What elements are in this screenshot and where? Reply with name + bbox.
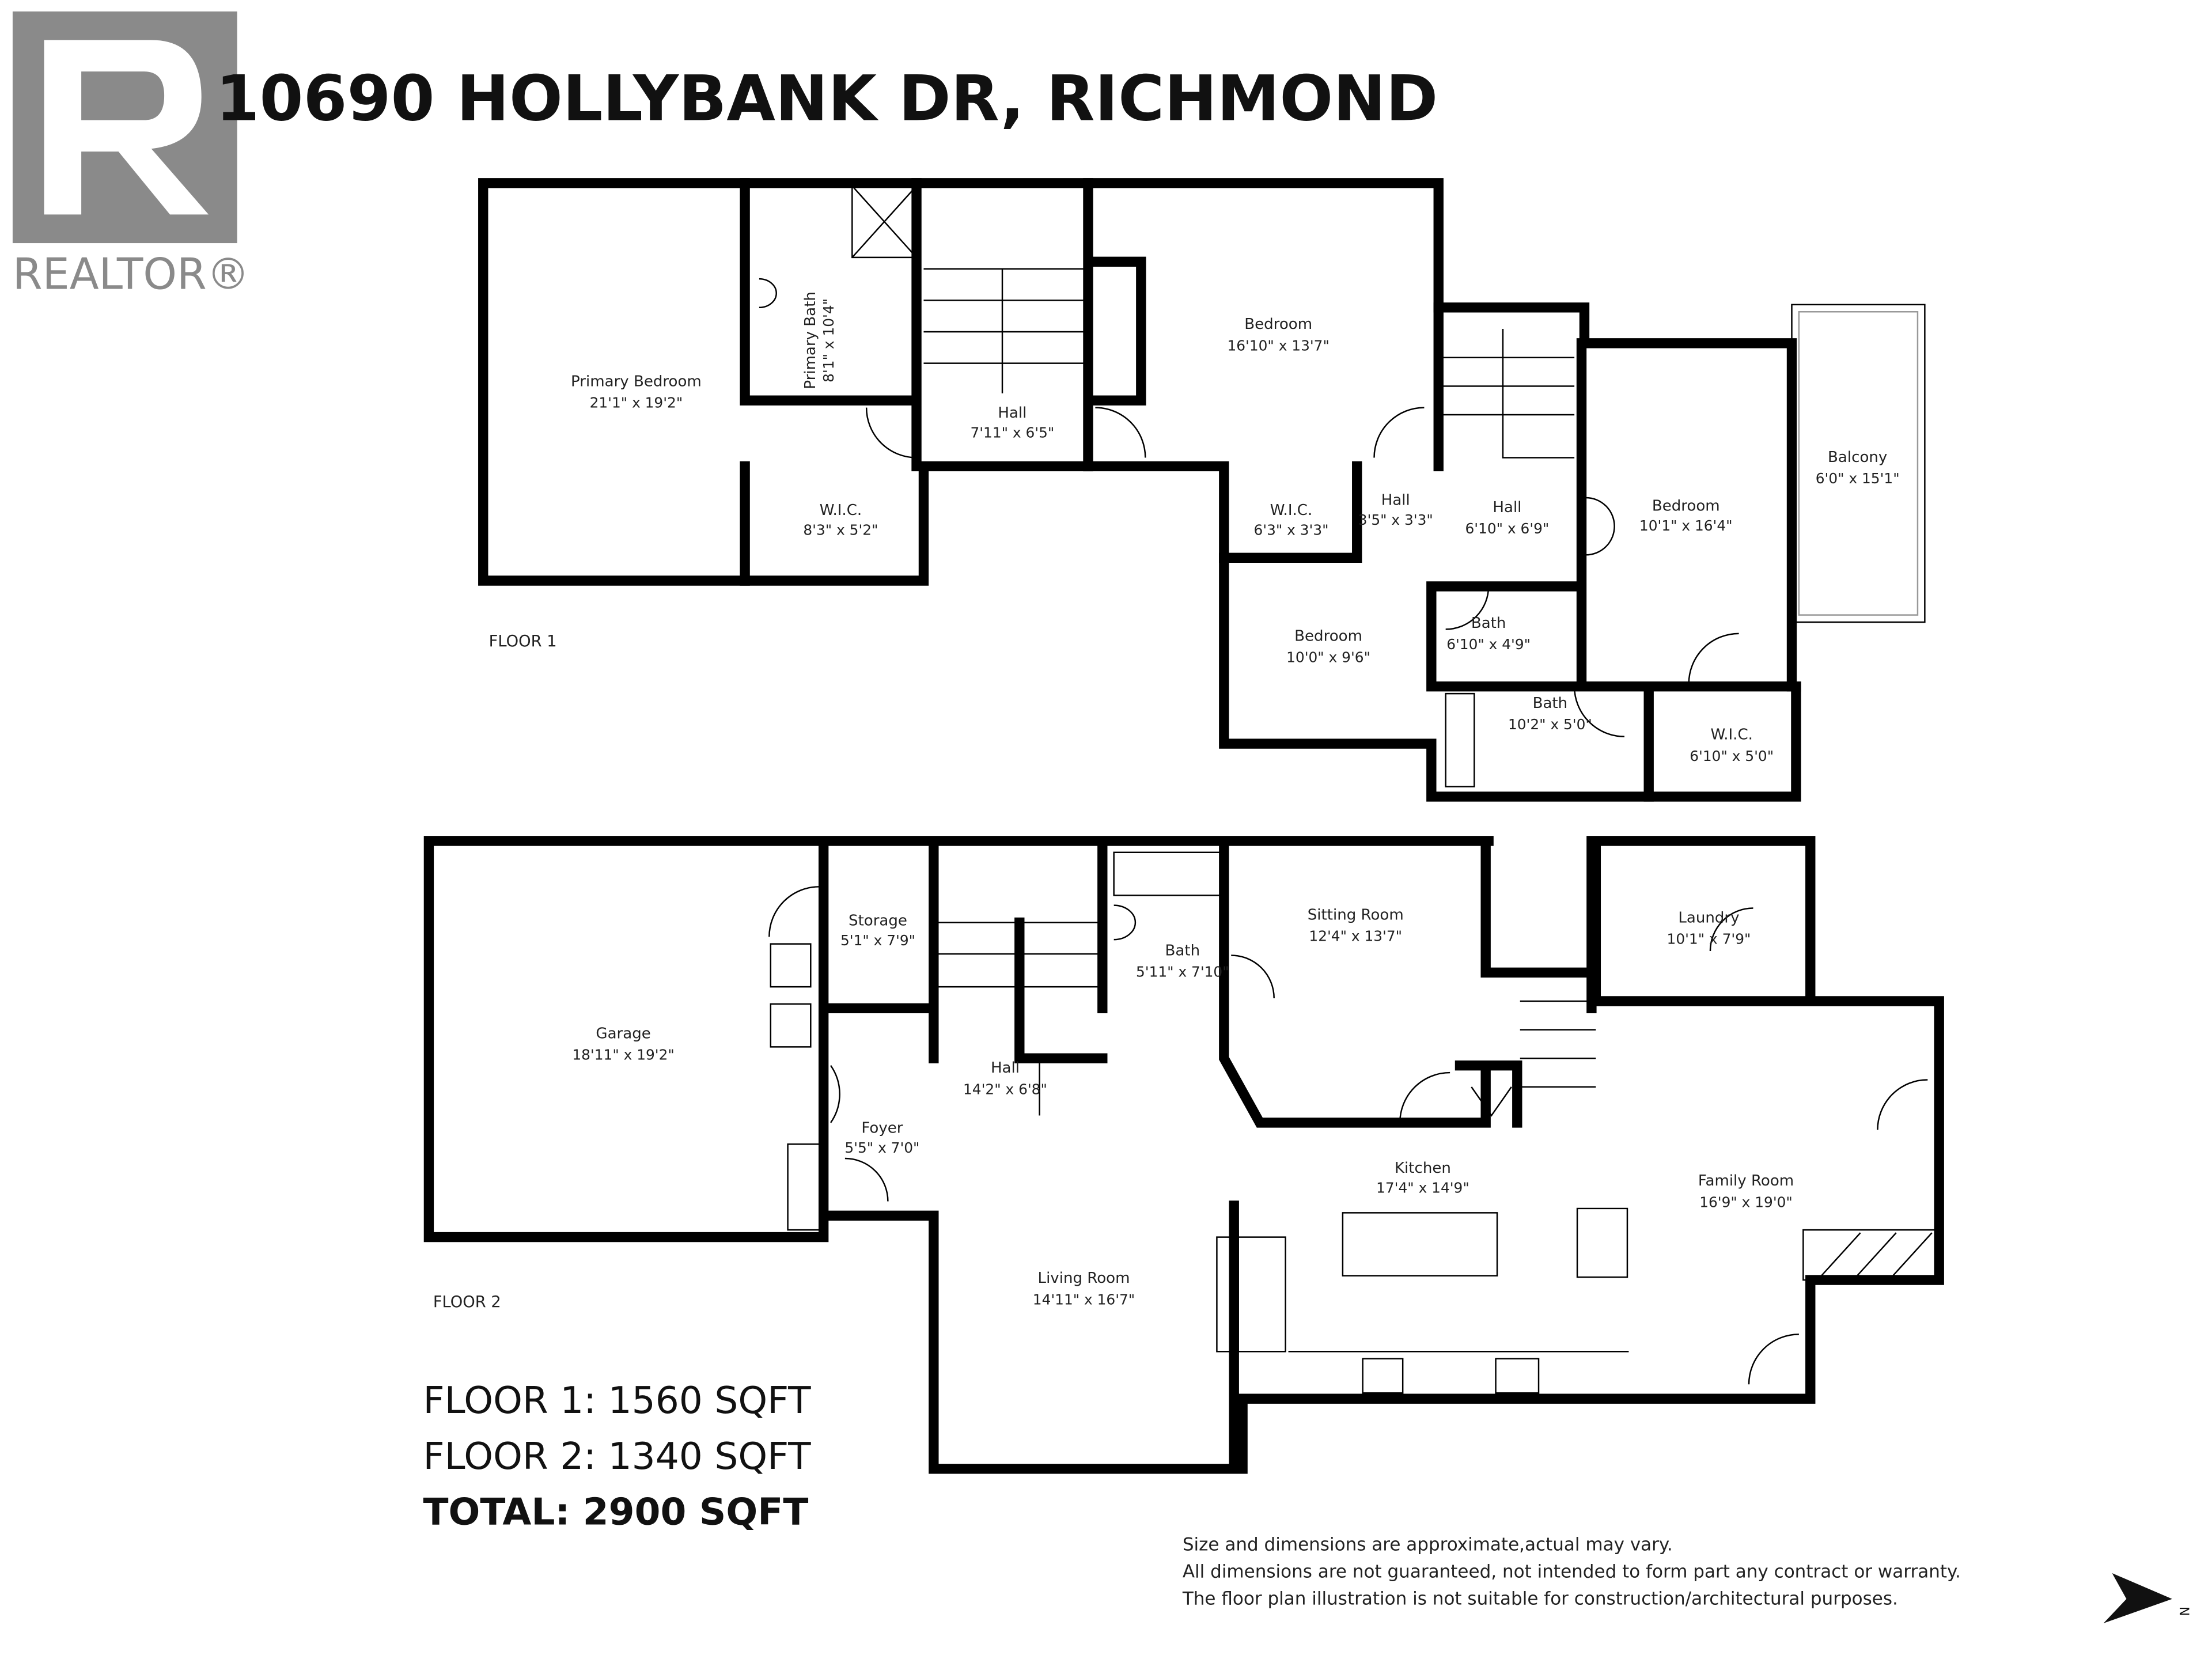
north-arrow-icon: N bbox=[2103, 1573, 2193, 1623]
floor2-area: FLOOR 2: 1340 SQFT bbox=[423, 1435, 811, 1478]
room-name: Foyer bbox=[861, 1119, 903, 1137]
room-name: Bedroom bbox=[1244, 316, 1312, 333]
room-dims: 5'11" x 7'10" bbox=[1136, 964, 1229, 980]
floor1-label: FLOOR 1 bbox=[489, 632, 557, 650]
room-name: Bedroom bbox=[1652, 497, 1720, 514]
room-dims: 6'3" x 3'3" bbox=[1253, 522, 1328, 539]
room-name: Laundry bbox=[1678, 909, 1739, 926]
room-dims: 6'10" x 6'9" bbox=[1465, 520, 1549, 537]
room-dims: 16'9" x 19'0" bbox=[1699, 1194, 1793, 1210]
room-name: Primary Bedroom bbox=[571, 373, 702, 390]
room-dims: 18'11" x 19'2" bbox=[572, 1047, 674, 1063]
room-name: W.I.C. bbox=[1710, 726, 1752, 744]
room-dims: 16'10" x 13'7" bbox=[1227, 337, 1329, 354]
room-name: Living Room bbox=[1038, 1270, 1130, 1287]
room-name: Sitting Room bbox=[1308, 906, 1404, 923]
room-dims: 8'3" x 5'2" bbox=[803, 522, 878, 539]
total-area: TOTAL: 2900 SQFT bbox=[423, 1491, 808, 1534]
room-dims: 7'11" x 6'5" bbox=[970, 425, 1054, 441]
floor2-labels: Garage 18'11" x 19'2" Storage 5'1" x 7'9… bbox=[433, 906, 1794, 1311]
room-name: Bath bbox=[1471, 615, 1506, 632]
logo-text: REALTOR® bbox=[13, 249, 249, 300]
room-name: Hall bbox=[1381, 491, 1410, 509]
balcony-outline bbox=[1791, 304, 1926, 623]
room-name: Primary Bath bbox=[802, 291, 819, 389]
room-dims: 12'4" x 13'7" bbox=[1309, 928, 1402, 945]
room-dims: 14'11" x 16'7" bbox=[1033, 1291, 1135, 1308]
room-name: Bath bbox=[1165, 942, 1200, 959]
room-name: Storage bbox=[849, 912, 907, 929]
floor2-walls bbox=[423, 836, 1944, 1474]
page-title: 10690 HOLLYBANK DR, RICHMOND bbox=[215, 62, 1438, 135]
disclaimer-line: The floor plan illustration is not suita… bbox=[1182, 1589, 1898, 1609]
room-name: Bath bbox=[1533, 695, 1568, 712]
room-dims: 6'0" x 15'1" bbox=[1816, 470, 1900, 487]
floor1-labels: Primary Bedroom 21'1" x 19'2" Primary Ba… bbox=[489, 291, 1900, 764]
realtor-r-icon bbox=[44, 40, 209, 215]
floor2-label: FLOOR 2 bbox=[433, 1293, 501, 1311]
room-name: Hall bbox=[1493, 499, 1521, 516]
room-dims: 21'1" x 19'2" bbox=[590, 395, 683, 411]
room-name: Bedroom bbox=[1294, 627, 1362, 645]
room-dims: 5'1" x 7'9" bbox=[840, 932, 915, 949]
compass-label: N bbox=[2178, 1607, 2193, 1616]
room-dims: 10'2" x 5'0" bbox=[1508, 716, 1592, 733]
room-name: Family Room bbox=[1698, 1172, 1794, 1190]
room-name: W.I.C. bbox=[1270, 502, 1312, 519]
room-name: Balcony bbox=[1828, 449, 1887, 466]
room-name: Kitchen bbox=[1395, 1160, 1451, 1177]
room-name: Hall bbox=[998, 404, 1027, 422]
room-name: Hall bbox=[991, 1059, 1020, 1077]
room-dims: 5'5" x 7'0" bbox=[844, 1139, 919, 1156]
disclaimer-line: Size and dimensions are approximate,actu… bbox=[1183, 1534, 1673, 1555]
room-dims: 14'2" x 6'8" bbox=[963, 1081, 1047, 1097]
room-dims: 3'5" x 3'3" bbox=[1358, 512, 1433, 528]
room-dims: 6'10" x 5'0" bbox=[1690, 748, 1774, 764]
room-dims: 10'1" x 16'4" bbox=[1639, 517, 1733, 534]
room-dims: 10'0" x 9'6" bbox=[1286, 649, 1370, 666]
realtor-logo: REALTOR® bbox=[12, 11, 249, 300]
floor1-area: FLOOR 1: 1560 SQFT bbox=[423, 1379, 811, 1422]
room-name: Garage bbox=[596, 1025, 650, 1042]
disclaimer-line: All dimensions are not guaranteed, not i… bbox=[1183, 1561, 1961, 1582]
floor1-walls bbox=[478, 178, 1926, 802]
room-dims: 6'10" x 4'9" bbox=[1446, 636, 1531, 653]
room-name: W.I.C. bbox=[820, 502, 862, 519]
room-dims: 10'1" x 7'9" bbox=[1667, 931, 1751, 948]
room-dims: 8'1" x 10'4" bbox=[820, 298, 837, 382]
room-dims: 17'4" x 14'9" bbox=[1376, 1180, 1469, 1196]
